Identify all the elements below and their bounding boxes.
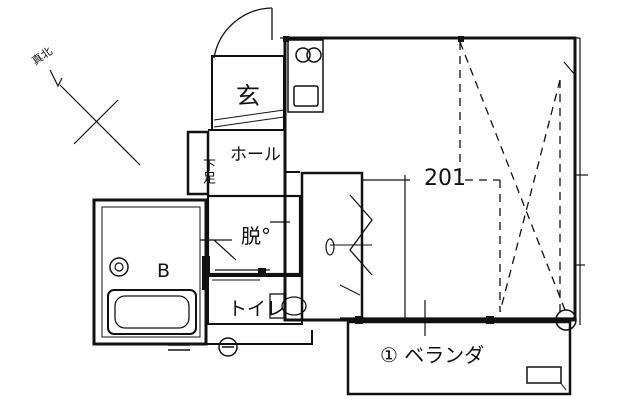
label-shoe-closet: 下足 — [200, 158, 215, 184]
label-hall: ホール — [230, 145, 281, 165]
balcony — [340, 309, 577, 396]
label-bath: B — [157, 260, 171, 282]
loft-dashed-lines — [459, 41, 566, 313]
north-arrow-icon — [49, 69, 141, 166]
label-balcony: ① ベランダ — [380, 343, 485, 367]
label-room-201: 201 — [424, 166, 466, 191]
label-washroom: 脱° — [241, 224, 271, 248]
bathroom — [92, 198, 208, 346]
shoe-closet — [186, 130, 210, 196]
hall-walls — [208, 129, 300, 173]
meter-symbols — [168, 337, 238, 357]
kitchen-counter — [287, 39, 324, 113]
label-genkan: 玄 — [236, 82, 260, 110]
toilet — [207, 275, 307, 325]
closet — [300, 171, 410, 322]
entrance-door-swing — [213, 7, 273, 59]
label-toilet: トイレ — [228, 298, 286, 320]
